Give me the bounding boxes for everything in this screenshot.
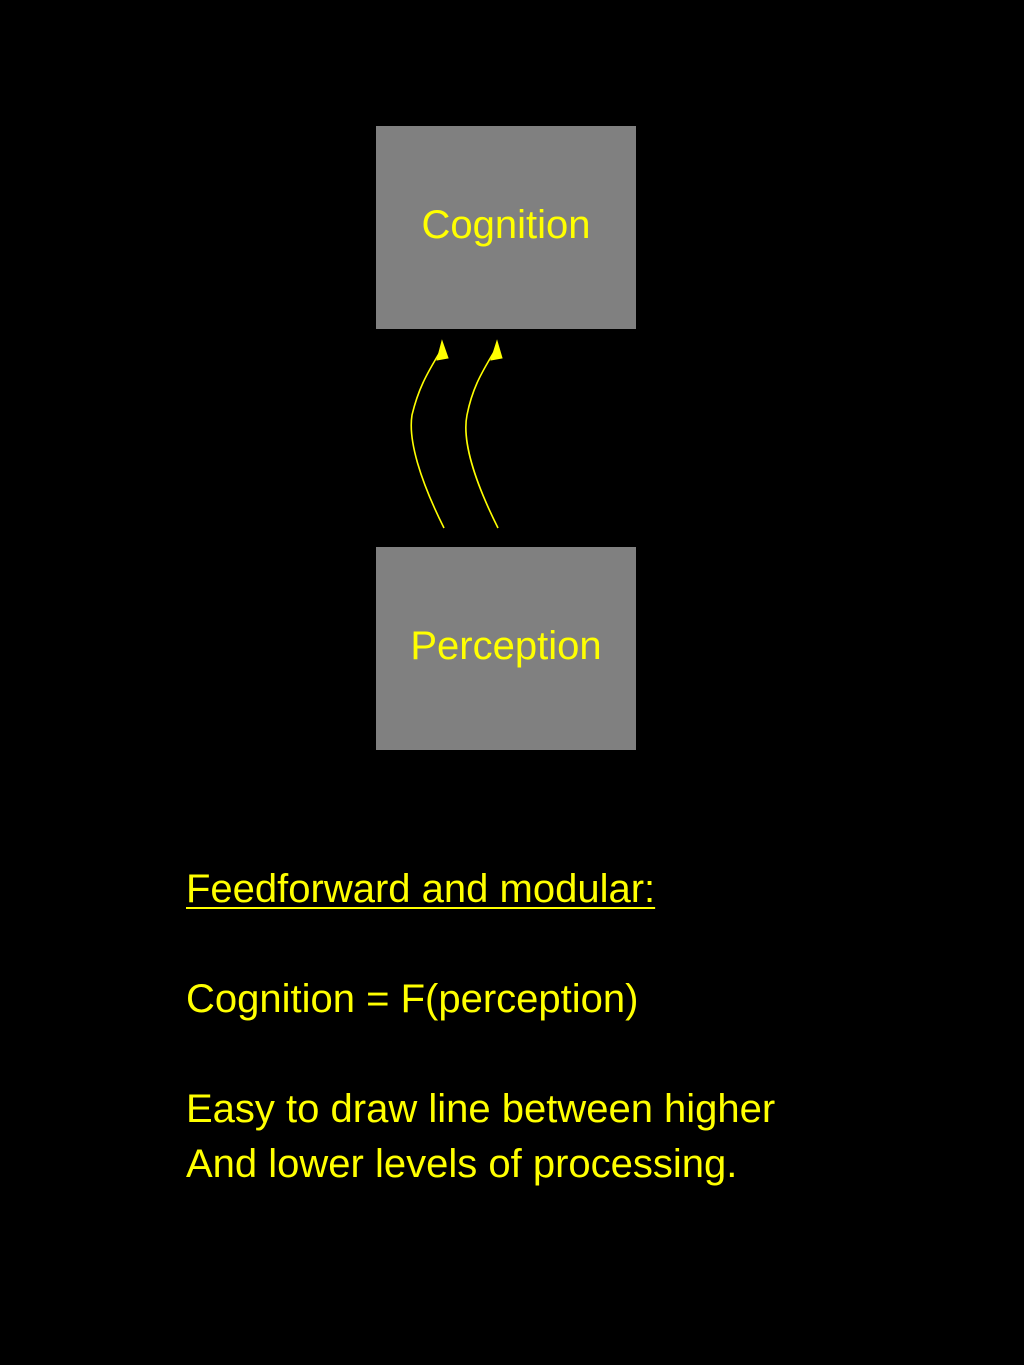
- caption-block: Feedforward and modular: Cognition = F(p…: [186, 862, 946, 1192]
- caption-line: Easy to draw line between higher: [186, 1087, 776, 1131]
- perception-label: Perception: [410, 624, 602, 668]
- cognition-label: Cognition: [421, 203, 591, 247]
- caption-formula: Cognition = F(perception): [186, 977, 639, 1021]
- arrow-left: [410, 339, 449, 529]
- cognition-box: Cognition: [376, 126, 636, 329]
- arrow-right: [465, 339, 503, 529]
- caption-spacer: [186, 1027, 946, 1082]
- caption-line: And lower levels of processing.: [186, 1142, 738, 1186]
- caption-spacer: [186, 917, 946, 972]
- caption-heading: Feedforward and modular:: [186, 867, 656, 911]
- perception-box: Perception: [376, 547, 636, 750]
